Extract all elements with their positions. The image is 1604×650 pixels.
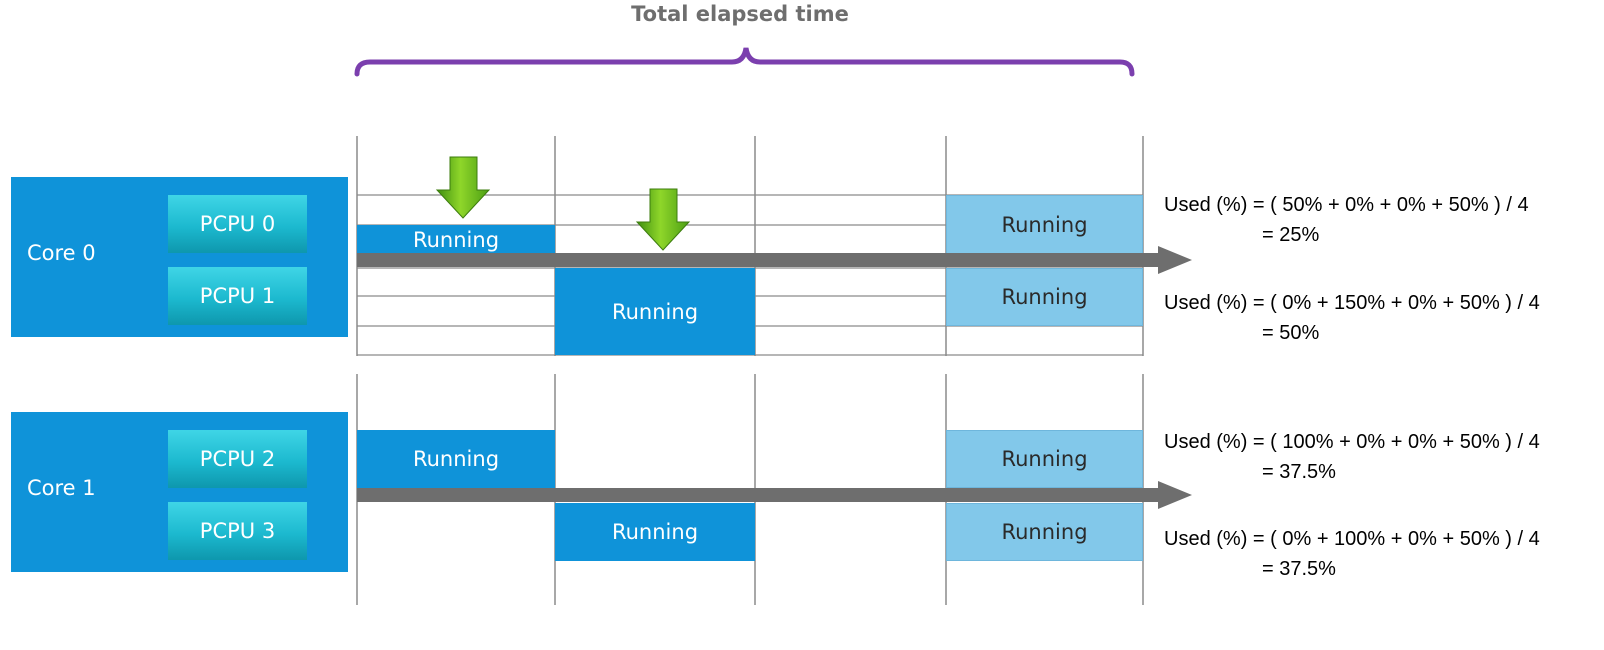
running-block-pcpu3-slot2: Running xyxy=(555,503,755,561)
running-block-pcpu0-slot1: Running xyxy=(357,225,555,255)
running-block-pcpu2-slot1: Running xyxy=(357,430,555,488)
core-label: Core 1 xyxy=(27,476,96,500)
core-0-box: Core 0 PCPU 0 PCPU 1 xyxy=(11,177,348,337)
equation-pcpu0: Used (%) = ( 50% + 0% + 0% + 50% ) / 4 xyxy=(1164,194,1529,216)
pcpu-1: PCPU 1 xyxy=(168,267,307,325)
running-block-pcpu1-slot2: Running xyxy=(555,268,755,355)
pcpu-3: PCPU 3 xyxy=(168,502,307,560)
equation-pcpu1-result: = 50% xyxy=(1262,322,1320,344)
equation-pcpu0-result: = 25% xyxy=(1262,224,1320,246)
pcpu-0: PCPU 0 xyxy=(168,195,307,253)
core-1-box: Core 1 PCPU 2 PCPU 3 xyxy=(11,412,348,572)
equation-pcpu3-result: = 37.5% xyxy=(1262,558,1336,580)
time-slot-dividers-bottom xyxy=(356,374,1144,605)
curly-brace-icon xyxy=(354,47,1135,77)
equation-pcpu3: Used (%) = ( 0% + 100% + 0% + 50% ) / 4 xyxy=(1164,528,1540,550)
equation-pcpu1: Used (%) = ( 0% + 150% + 0% + 50% ) / 4 xyxy=(1164,292,1540,314)
diagram-title: Total elapsed time xyxy=(631,2,849,26)
pcpu-2: PCPU 2 xyxy=(168,430,307,488)
running-block-pcpu2-slot4: Running xyxy=(946,430,1143,488)
equation-pcpu2-result: = 37.5% xyxy=(1262,461,1336,483)
equation-pcpu2: Used (%) = ( 100% + 0% + 0% + 50% ) / 4 xyxy=(1164,431,1540,453)
core-label: Core 0 xyxy=(27,241,96,265)
running-block-pcpu3-slot4: Running xyxy=(946,503,1143,561)
running-block-pcpu1-slot4: Running xyxy=(946,268,1143,326)
running-block-pcpu0-slot4: Running xyxy=(946,195,1143,255)
